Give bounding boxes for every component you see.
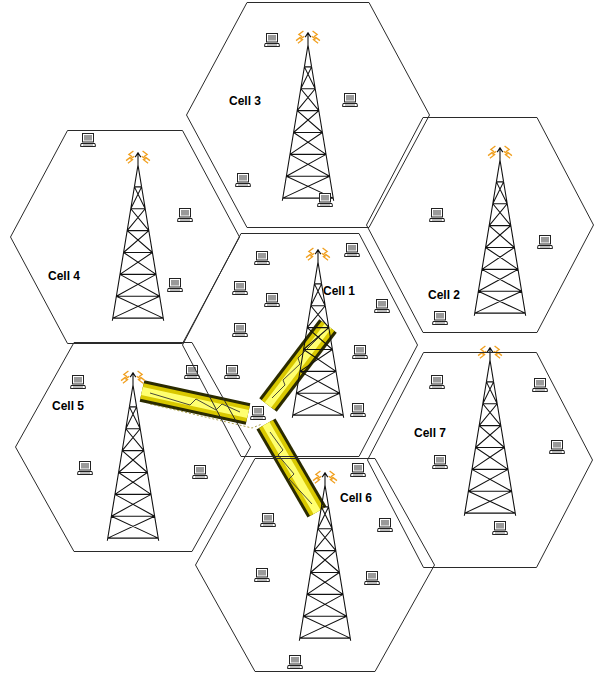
beam-outer (266, 424, 317, 512)
handoff-laptop (251, 407, 266, 420)
beam-core (142, 391, 248, 414)
cell-label: Cell 4 (48, 269, 80, 283)
laptop-icon (351, 404, 366, 417)
cell-hexagon: Cell 7 (367, 352, 593, 568)
hexagon-outline-layer (182, 233, 418, 457)
cell-hexagon: Cell 3 (186, 2, 430, 228)
hexagon-outline-layer (195, 458, 435, 672)
laptop-icon (265, 294, 280, 307)
cell-tower (282, 31, 333, 201)
laptop-icon (430, 209, 445, 222)
laptop-icon (255, 252, 270, 265)
cell-label: Cell 5 (52, 399, 84, 413)
cell-tower (292, 248, 343, 418)
laptop-icon (78, 462, 93, 475)
hexagon-outline (183, 234, 418, 457)
base-stations (107, 31, 525, 641)
laptop-icon (233, 282, 248, 295)
cell-hexagon: Cell 1 (182, 233, 418, 457)
laptop-icon (288, 656, 303, 669)
cell-hexagon: Cell 4 (10, 130, 240, 344)
cell-label: Cell 2 (428, 288, 460, 302)
laptop-icon (261, 514, 276, 527)
laptop-icon (345, 244, 360, 257)
cell-label: Cell 3 (229, 94, 261, 108)
laptop-icon (351, 464, 366, 477)
laptop-icon (493, 522, 508, 535)
laptop-icon (185, 366, 200, 379)
mobile-terminals (71, 34, 565, 669)
laptop-icon (430, 376, 445, 389)
laptop-icon (168, 279, 183, 292)
laptop-icon (353, 346, 368, 359)
laptop-icon (533, 379, 548, 392)
cell-hexagon: Cell 5 (15, 342, 251, 552)
beam-zigzag (150, 393, 240, 412)
laptop-icon (255, 569, 270, 582)
hexagon-outline (16, 343, 251, 552)
laptop-icon (538, 236, 553, 249)
laptop-icon (433, 456, 448, 469)
hexagon-outline-layer (366, 117, 594, 333)
hexagon-outline (11, 131, 240, 344)
laptop-icon (365, 572, 380, 585)
laptop-icon (265, 34, 280, 47)
hexagon-outline (196, 459, 435, 672)
cell-tower (464, 346, 515, 516)
cell-tower (107, 371, 158, 541)
laptop-icon (236, 174, 251, 187)
hexagon-outline-layer (15, 342, 251, 552)
hexagon-outline-layer (186, 2, 430, 228)
laptop-icon (71, 376, 86, 389)
hexagon-outline-layer (10, 130, 240, 344)
laptop-icon (193, 466, 208, 479)
cell-label: Cell 7 (414, 426, 446, 440)
beam-mid (266, 424, 317, 512)
laptop-icon (318, 194, 333, 207)
hexagon-outline (187, 3, 430, 228)
cell-tower (474, 146, 525, 316)
hexagon-outline (368, 353, 593, 568)
laptop-icon (378, 519, 393, 532)
cell-label: Cell 6 (340, 491, 372, 505)
laptop-icon (375, 300, 390, 313)
laptop-icon (81, 134, 96, 147)
beam-zigzag (272, 336, 320, 398)
cell-hexagon: Cell 2 (366, 117, 594, 333)
laptop-icon (343, 94, 358, 107)
beam-core (266, 424, 317, 512)
cell-tower (112, 151, 163, 321)
cell-label: Cell 1 (323, 284, 355, 298)
beam-mid (142, 391, 248, 414)
laptop-icon (433, 312, 448, 325)
laptop-icon (225, 366, 240, 379)
beam-zigzag (270, 432, 312, 504)
laptop-icon (178, 209, 193, 222)
beam-shadow-outline (150, 404, 262, 428)
hexagon-outline (367, 118, 594, 333)
laptop-icon (550, 441, 565, 454)
laptop-icon (233, 324, 248, 337)
beam-outer (142, 391, 248, 414)
cell-hexagon: Cell 6 (195, 458, 435, 672)
hexagon-outline-layer (367, 352, 593, 568)
